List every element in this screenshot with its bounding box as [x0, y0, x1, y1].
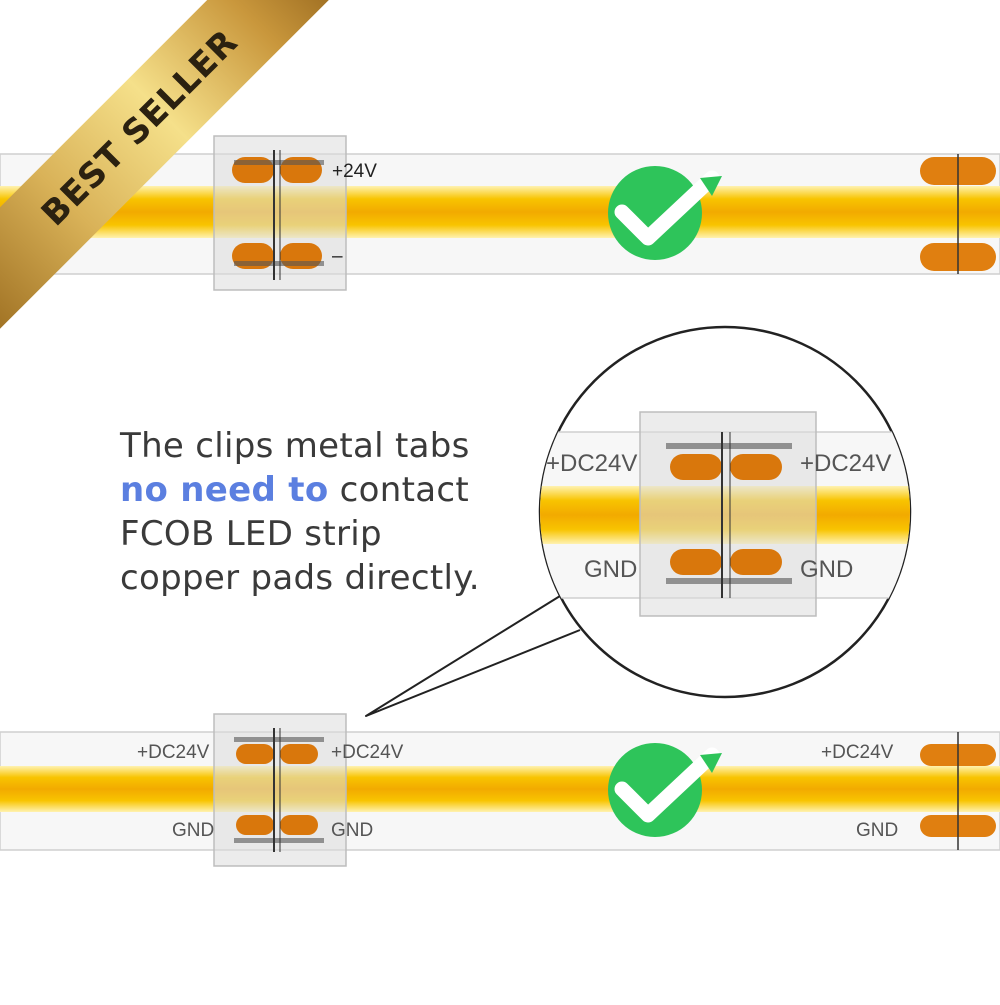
- check-mark-icon: [608, 743, 722, 837]
- bottom-mid-plus-label: +DC24V: [331, 742, 404, 763]
- zoom-right-plus-label: +DC24V: [800, 450, 891, 477]
- caption-text: The clips metal tabs no need to contact …: [120, 424, 540, 600]
- bottom-left-gnd-label: GND: [172, 820, 214, 841]
- bottom-left-plus-label: +DC24V: [137, 742, 210, 763]
- caption-line-2: no need to contact: [120, 468, 540, 512]
- caption-line-2-rest: contact: [328, 470, 469, 510]
- top-led-strip: [0, 153, 1000, 275]
- zoom-callout: +DC24V +DC24V GND GND: [365, 325, 912, 717]
- top-minus-label: –: [332, 246, 343, 267]
- zoom-right-gnd-label: GND: [800, 556, 853, 583]
- bottom-led-strip: [0, 731, 1000, 851]
- caption-highlight: no need to: [120, 470, 329, 510]
- caption-line-4: copper pads directly.: [120, 558, 480, 598]
- zoom-left-plus-label: +DC24V: [546, 450, 637, 477]
- zoom-left-gnd-label: GND: [584, 556, 637, 583]
- caption-line-3: FCOB LED strip: [120, 514, 382, 554]
- bottom-right-plus-label: +DC24V: [821, 742, 894, 763]
- check-mark-icon: [608, 166, 722, 260]
- top-clip-connector: [213, 135, 347, 291]
- bottom-mid-gnd-label: GND: [331, 820, 373, 841]
- bottom-clip-connector: [213, 713, 347, 867]
- bottom-right-gnd-label: GND: [856, 820, 898, 841]
- caption-line-1: The clips metal tabs: [120, 426, 470, 466]
- top-plus-label: +24V: [332, 161, 377, 182]
